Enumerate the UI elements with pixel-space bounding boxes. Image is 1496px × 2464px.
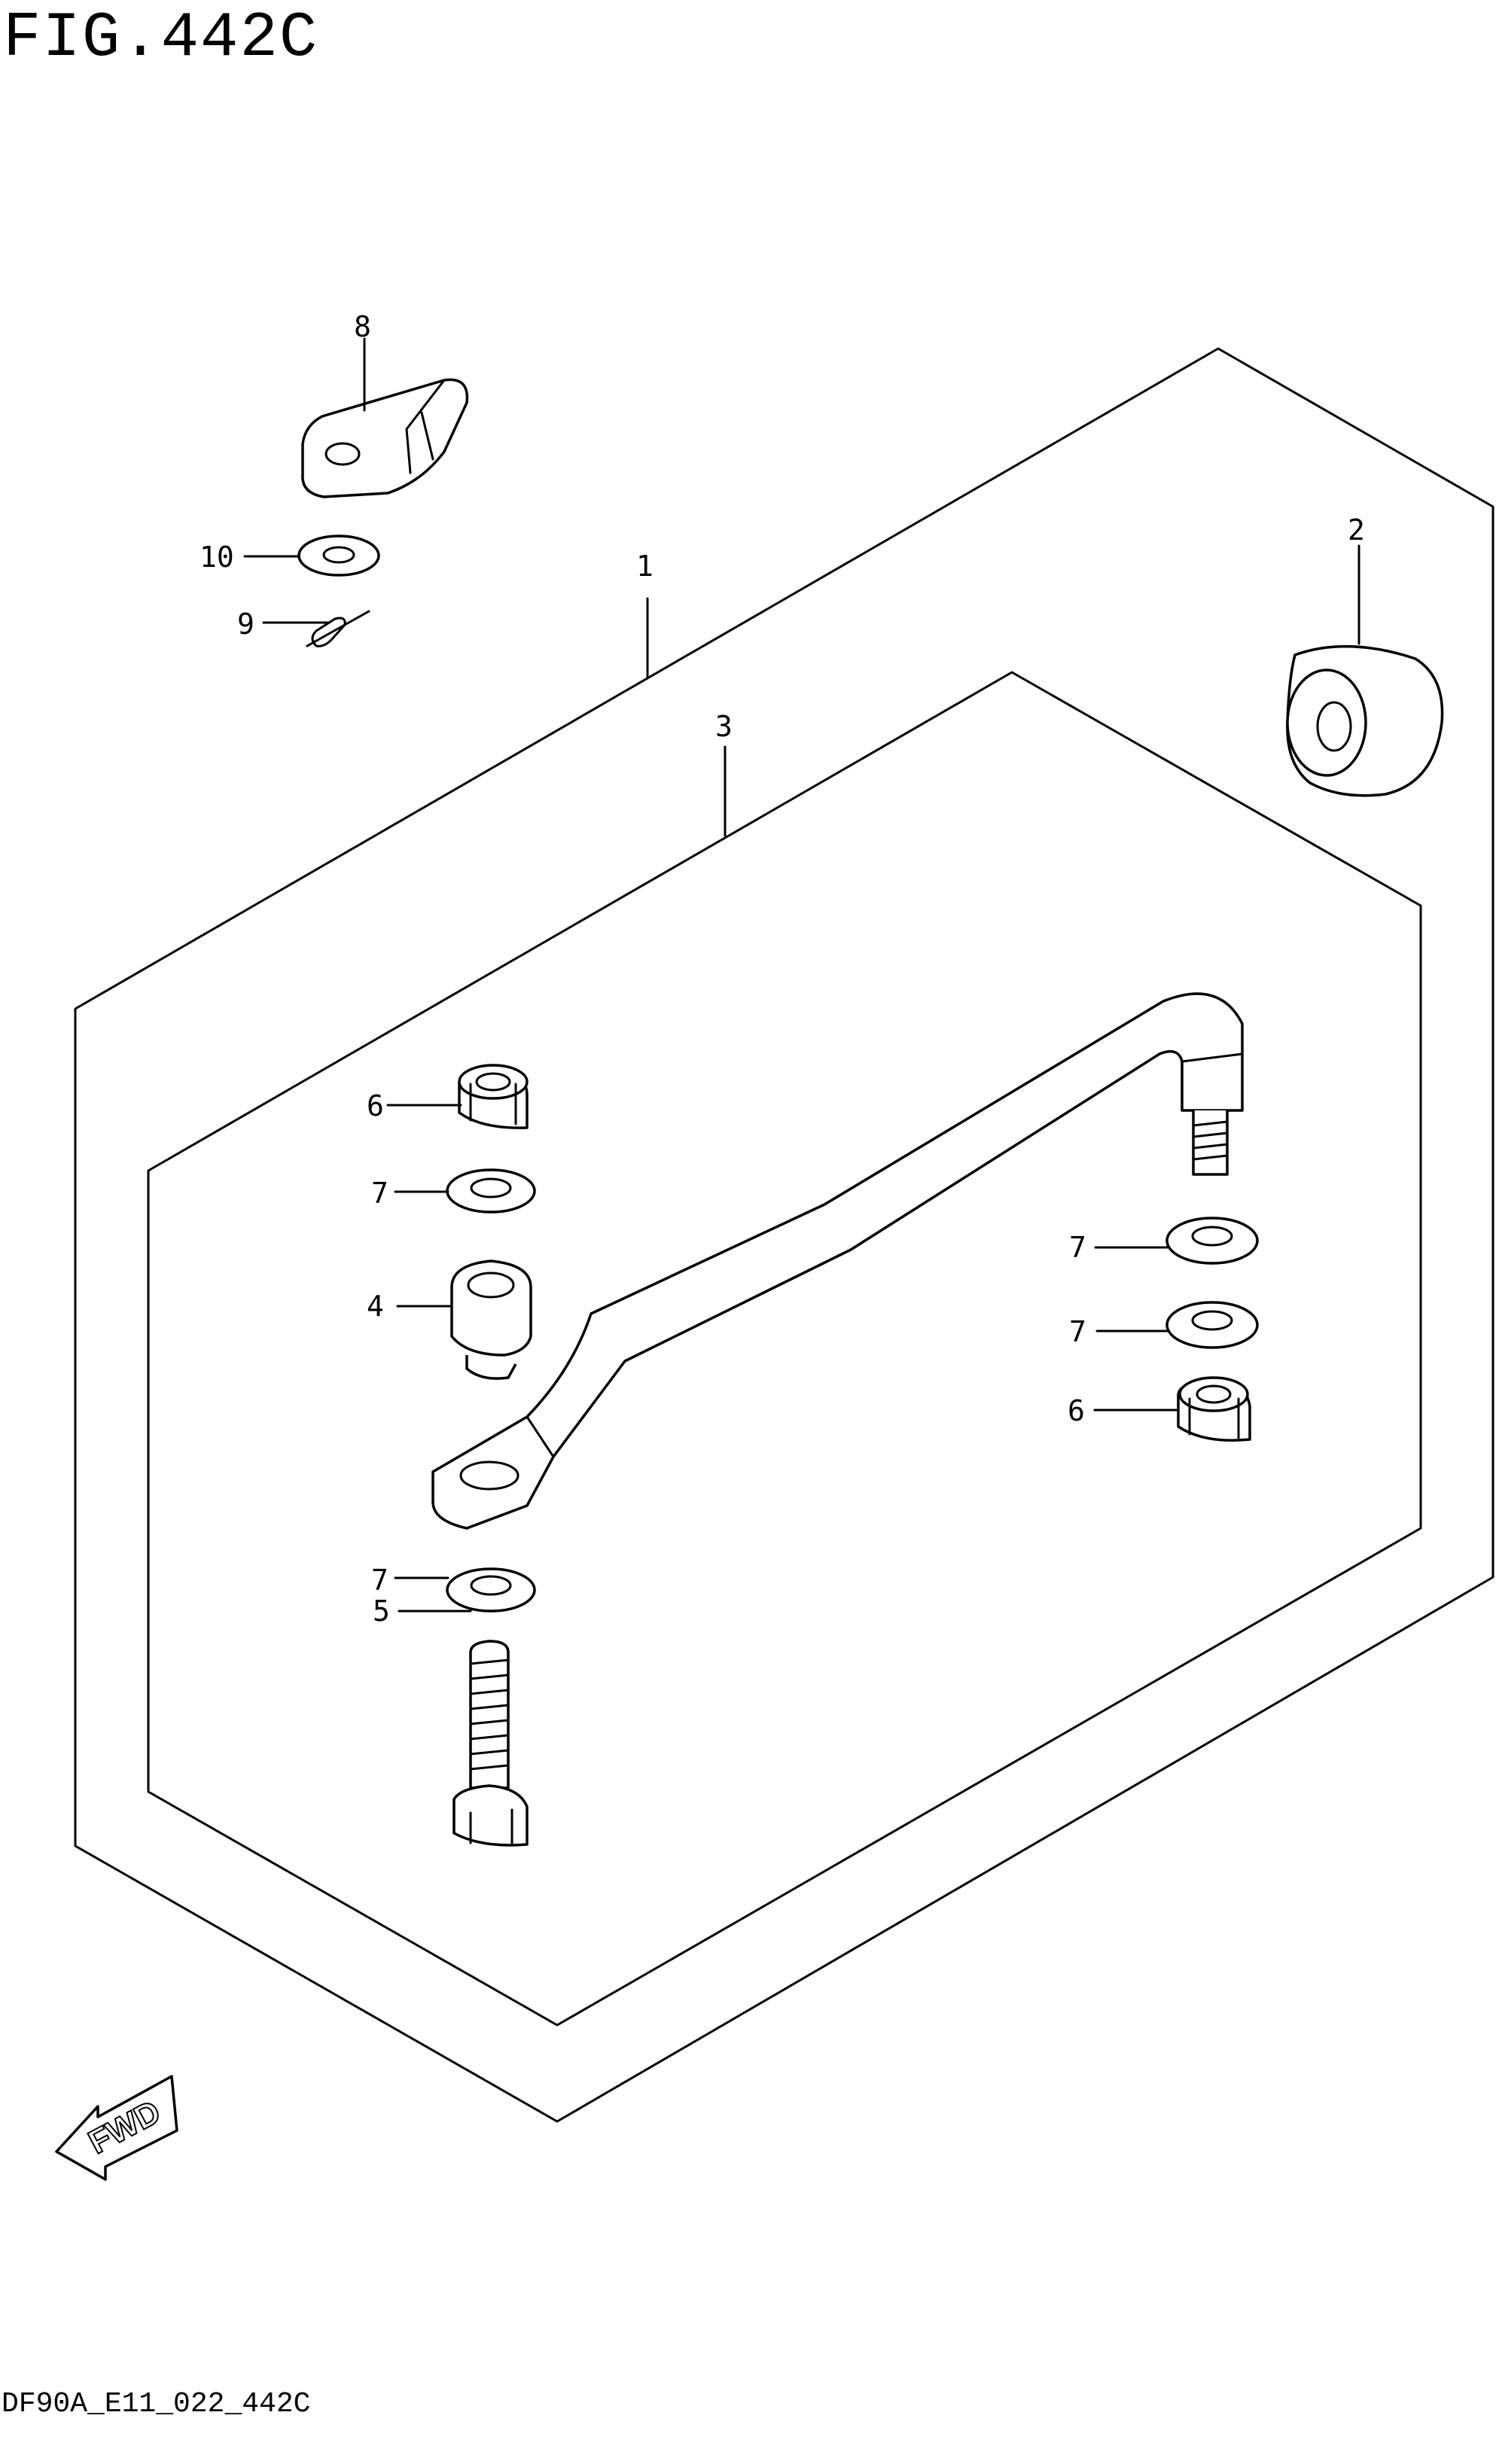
callout-6-left: 6 [367,1089,384,1122]
callout-7-left-lower: 7 [371,1564,388,1597]
part-7-washer-left-upper [446,1168,536,1214]
drawing-code: DF90A_E11_022_442C [2,2388,311,2420]
callout-2: 2 [1348,513,1365,547]
callout-5: 5 [373,1594,390,1628]
part-7-washer-left-lower [446,1567,536,1613]
assembly-outline-3 [147,671,1422,2027]
part-3-drag-link [431,992,1244,1530]
callout-3: 3 [715,710,733,743]
part-4-collar [450,1259,532,1380]
part-5-bolt [452,1640,529,1847]
part-10-washer [297,535,380,577]
fwd-arrow-icon: FWD [55,2075,178,2181]
callout-8: 8 [354,310,371,343]
callout-7-right-lower: 7 [1069,1315,1086,1348]
part-6-nut-right [1177,1376,1251,1442]
part-6-nut-left [458,1064,529,1129]
callout-7-right-upper: 7 [1069,1231,1086,1264]
leader-lines [243,337,1360,1613]
callout-9: 9 [237,608,254,641]
callout-10: 10 [200,541,234,574]
callout-1: 1 [636,550,654,583]
callout-7-left-upper: 7 [371,1177,388,1210]
fig-title: FIG.442C [3,3,319,75]
part-7-washer-right-lower [1165,1301,1259,1349]
callout-4: 4 [367,1290,384,1323]
assembly-outline-1 [74,347,1494,2123]
part-9-clip [306,610,370,647]
part-2-bushing [1286,644,1444,797]
part-8-connector [301,378,469,498]
callout-6-right: 6 [1068,1394,1085,1427]
part-7-washer-right-upper [1165,1217,1259,1265]
